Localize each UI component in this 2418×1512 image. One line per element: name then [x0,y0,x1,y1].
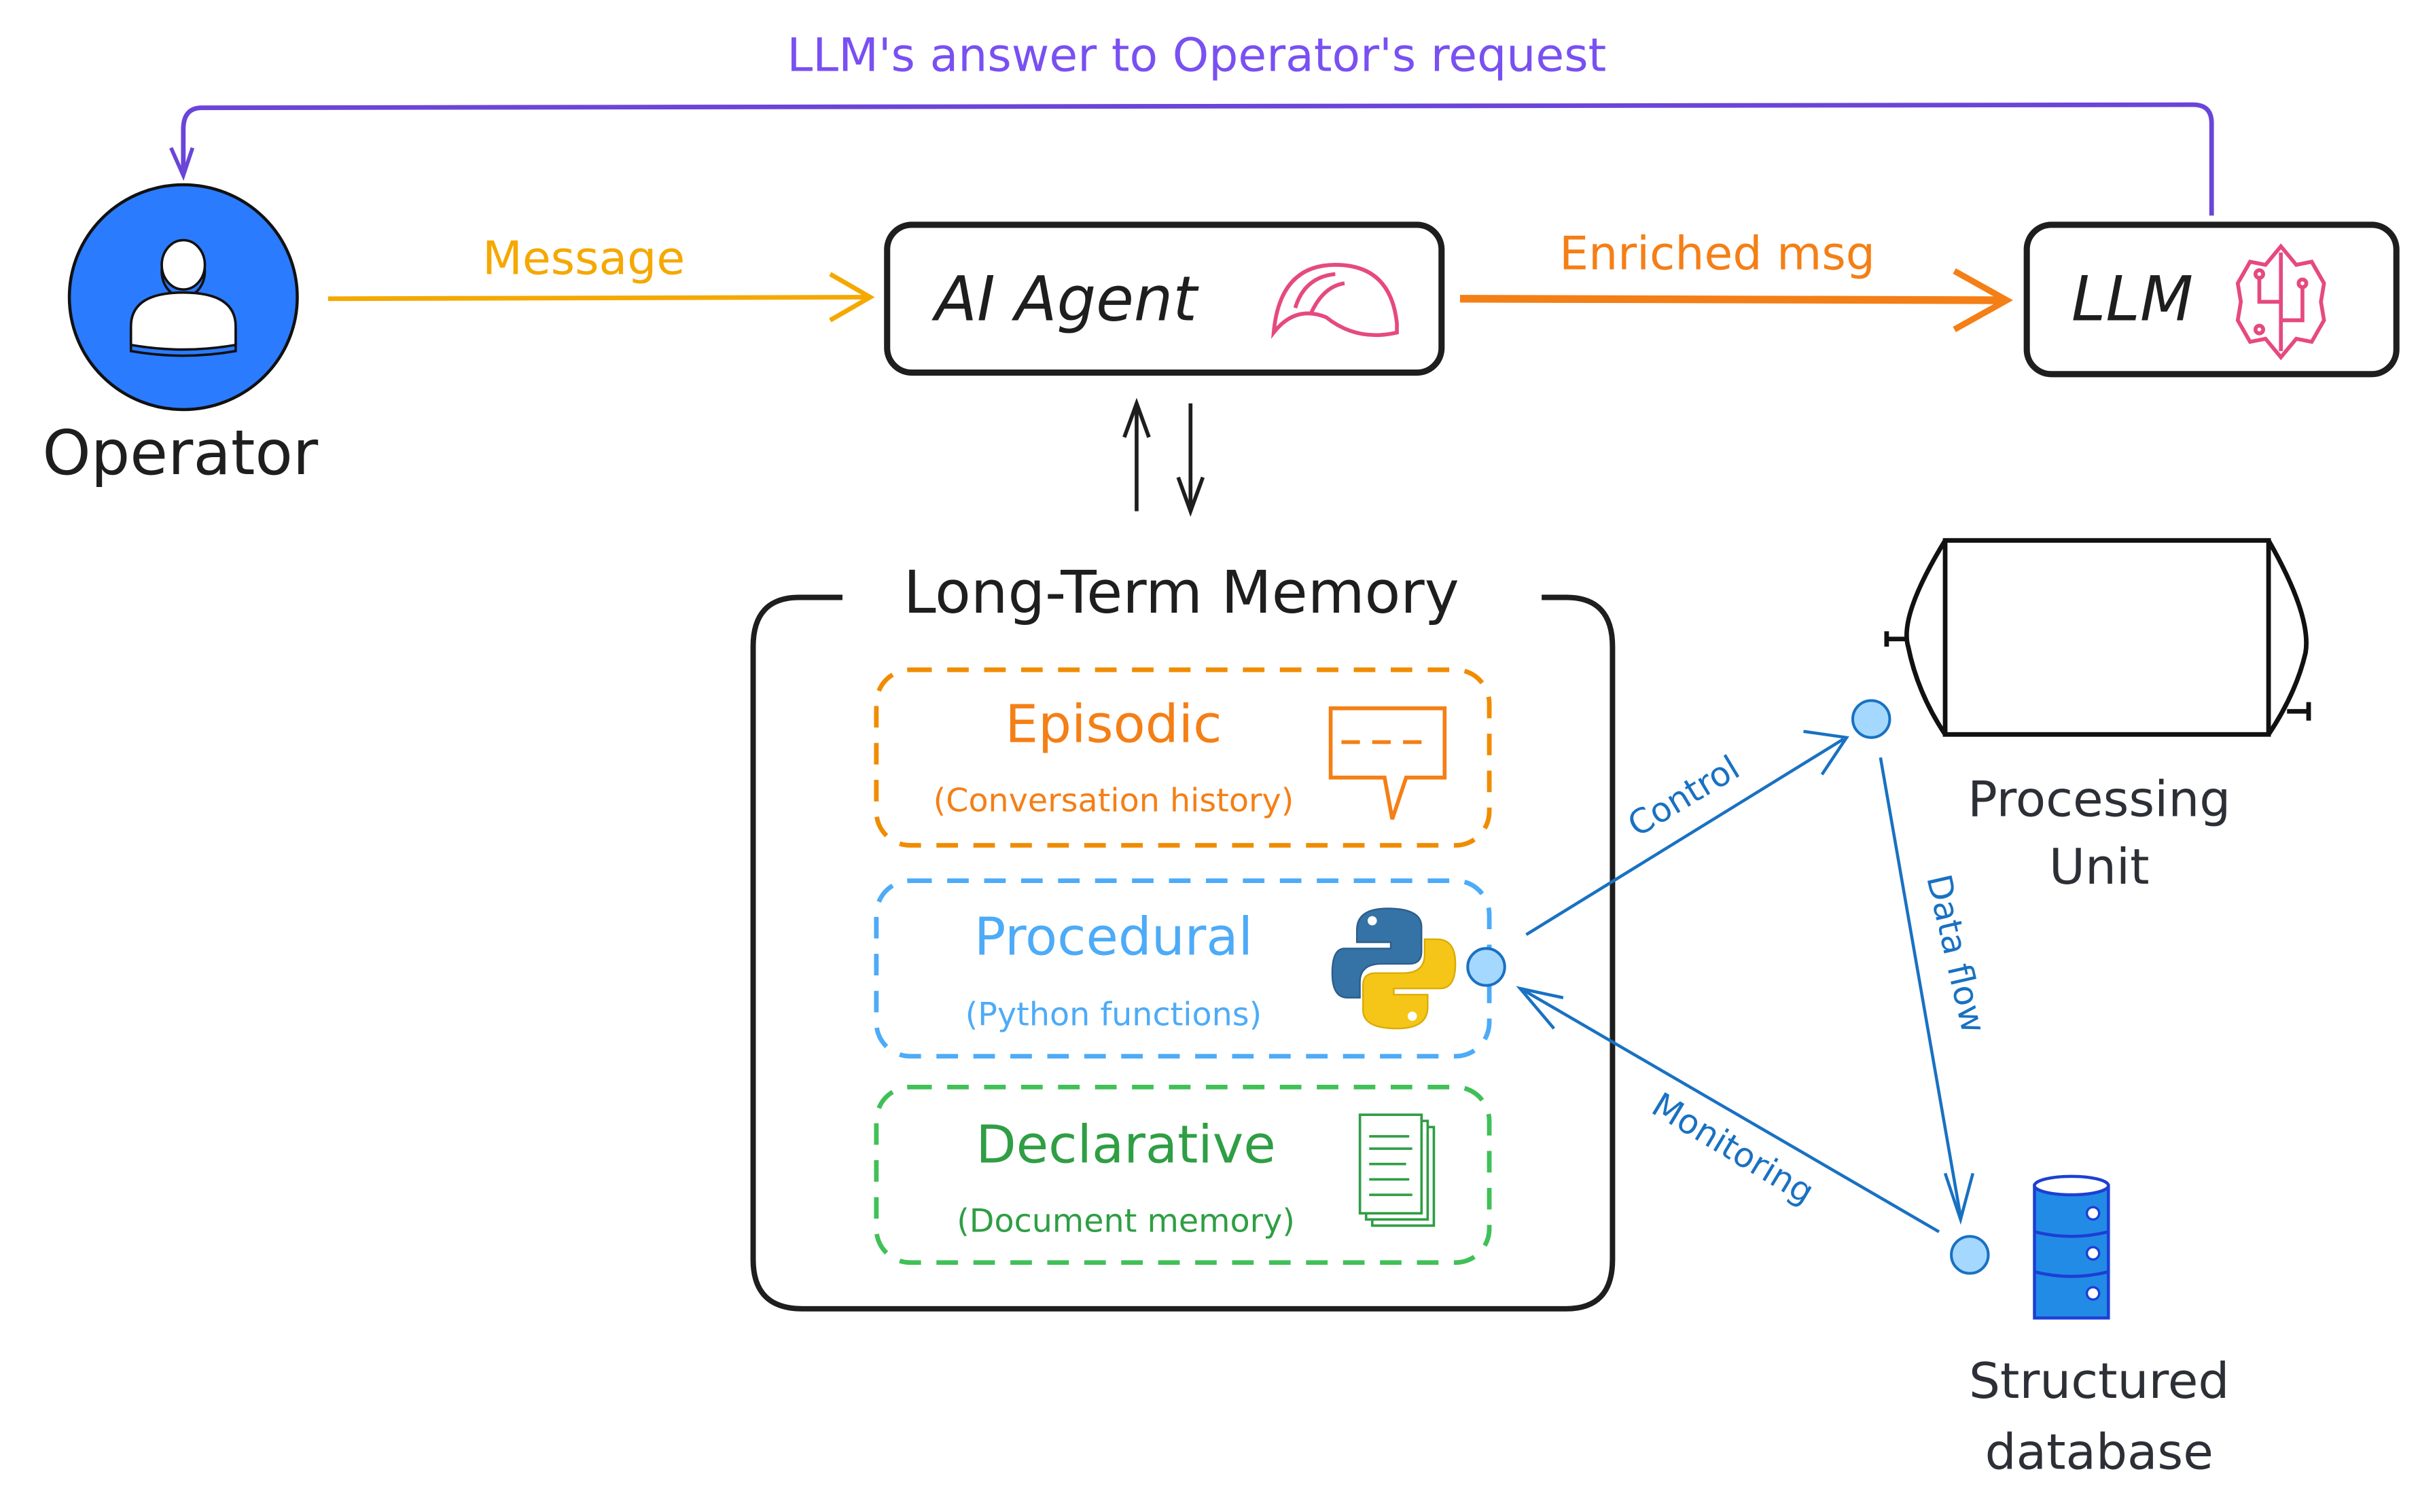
processing-port[interactable] [1851,699,1891,739]
data-flow-label: Data flow [1919,871,1993,1037]
memory-title: Long-Term Memory [904,559,1459,627]
operator-label: Operator [42,418,319,489]
agent-memory-arrows [1122,397,1205,517]
control-network: Control Data flow Monitoring [1466,699,1993,1275]
message-edge: Message [327,232,875,323]
episodic-subtitle: (Conversation history) [934,782,1294,820]
memory-section-episodic[interactable]: Episodic (Conversation history) [874,667,1492,848]
database-label-line2: database [1985,1424,2213,1481]
tank-icon [1884,538,2311,737]
python-logo-icon [1331,907,1457,1030]
brain-circuit-icon [2235,243,2326,361]
user-icon [129,238,237,357]
database-node[interactable]: Structured database [1969,1174,2229,1481]
memory-section-procedural[interactable]: Procedural (Python functions) [874,878,1492,1059]
enriched-edge: Enriched msg [1459,228,2013,333]
procedural-port[interactable] [1466,947,1506,987]
processing-unit-label-line1: Processing [1968,771,2230,828]
control-label: Control [1621,748,1746,845]
ai-agent-label: AI Agent [931,264,1199,335]
episodic-title: Episodic [1005,694,1222,755]
ai-agent-node[interactable]: AI Agent [884,221,1445,376]
procedural-subtitle: (Python functions) [965,996,1262,1034]
chat-bubble-icon [1328,706,1447,820]
enriched-edge-label: Enriched msg [1559,228,1875,281]
memory-section-declarative[interactable]: Declarative (Document memory) [874,1084,1492,1265]
documents-icon [1358,1113,1436,1227]
llm-label: LLM [2072,264,2193,335]
procedural-title: Procedural [974,906,1253,967]
processing-unit-node[interactable]: Processing Unit [1884,538,2311,896]
llm-node[interactable]: LLM [2023,221,2400,378]
processing-unit-label-line2: Unit [2049,839,2150,896]
declarative-subtitle: (Document memory) [957,1202,1295,1240]
declarative-title: Declarative [976,1114,1275,1175]
operator-node[interactable]: Operator [42,183,319,489]
answer-edge: LLM's answer to Operator's request [169,29,2214,216]
database-icon [2033,1174,2110,1320]
database-label-line1: Structured [1969,1353,2229,1410]
answer-edge-label: LLM's answer to Operator's request [787,29,1606,82]
long-term-memory: Long-Term Memory Episodic (Conversation … [750,559,1616,1312]
database-port[interactable] [1950,1235,1990,1275]
message-edge-label: Message [482,232,685,285]
hard-hat-icon [1271,263,1399,339]
